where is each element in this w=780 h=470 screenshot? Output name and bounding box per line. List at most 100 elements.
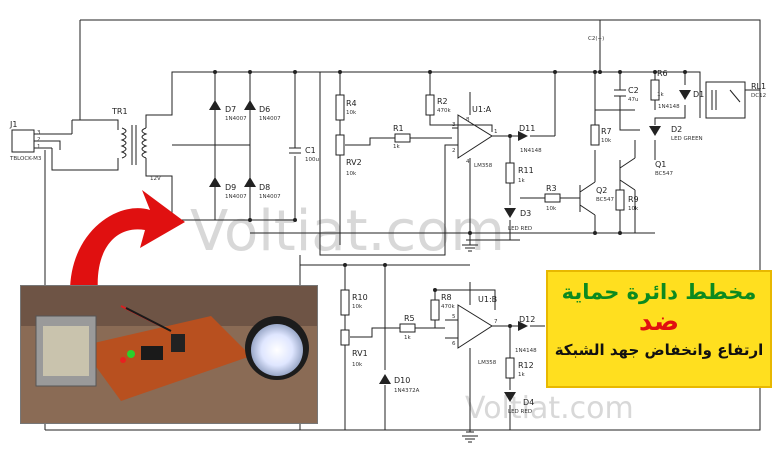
resistor-r3 [544,193,561,203]
label-c2-plus: C2(+) [588,36,604,42]
pin-label-2: 2 [37,137,41,143]
label-tr1: TR1 [111,107,128,116]
label-r1-value: 1k [393,144,400,150]
label-d1-value: 1N4148 [658,104,680,110]
label-u1b: U1:B [478,295,497,304]
label-d3: D3 [520,209,531,218]
label-u1a: U1:A [472,105,492,114]
label-r8-value: 470k [441,304,455,310]
label-r9: R9 [628,195,639,204]
label-c1: C1 [305,146,316,155]
diode-d7-symbol [209,100,221,110]
label-r11: R11 [518,166,534,175]
label-d2: D2 [671,125,682,134]
resistor-r4 [335,94,345,121]
pin-label-3-u1a: 3 [452,122,456,128]
label-rl1: RL1 [751,82,766,91]
label-r6-value: 1k [657,92,664,98]
pin-label-1: 1 [37,144,41,150]
circuit-photo-illustration [21,286,317,423]
caption-title: مخطط دائرة حماية [561,280,757,304]
potentiometer-rv2 [335,134,345,156]
label-d8-value: 1N4007 [259,194,281,200]
pin-label-8-u1a: 8 [466,117,470,123]
label-rv2-value: 10k [346,171,357,177]
diode-d11-symbol [518,131,528,141]
pcb-board [81,316,251,401]
circuit-photo [20,285,318,424]
label-q1: Q1 [655,160,666,169]
potentiometer-rv1 [340,329,350,346]
pin-label-4-u1a: 4 [466,159,470,165]
terminal-block-j1 [11,129,35,153]
watermark-large: Voltiat.com [190,199,505,264]
ic-chip [141,346,163,360]
pin-label-6-u1b: 6 [452,341,456,347]
label-rv2: RV2 [346,158,362,167]
led-red-photo [120,357,126,363]
resistor-r2 [425,94,435,116]
label-r2-value: 470k [437,108,451,114]
lamp-light [251,324,303,376]
label-r9-value: 10k [628,206,639,212]
label-j1-value: TBLOCK-M3 [9,156,42,162]
label-rl1-value: DC12 [751,93,766,99]
pin-label-5-u1b: 5 [452,314,456,320]
label-r8: R8 [441,293,452,302]
zener-d10-symbol [379,374,391,384]
led-d2-symbol [649,126,661,136]
pin-label-7-u1b: 7 [494,319,498,325]
title-caption-box: مخطط دائرة حماية ضد ارتفاع وانخفاض جهد ا… [546,270,772,388]
label-q2: Q2 [596,186,607,195]
relay-photo [171,334,185,352]
label-r6: R6 [657,69,668,78]
diode-d6-symbol [244,100,256,110]
label-d12-value: 1N4148 [515,348,537,354]
diode-d9-symbol [209,177,221,187]
label-d12: D12 [519,315,535,324]
label-u1a-value: LM358 [474,163,493,169]
label-c1-value: 100u [305,157,319,163]
label-d8: D8 [259,183,270,192]
label-d10-value: 1N4372A [394,388,420,394]
resistor-r10 [340,289,350,316]
diode-d8-symbol [244,177,256,187]
label-rv1: RV1 [352,349,368,358]
label-r4: R4 [346,99,357,108]
resistor-r5 [399,323,416,333]
label-d7-value: 1N4007 [225,116,247,122]
label-r3: R3 [546,184,557,193]
label-d7: D7 [225,105,236,114]
label-d4-value: LED RED [508,409,532,415]
label-d9: D9 [225,183,236,192]
label-r5: R5 [404,314,415,323]
label-d1: D1 [693,90,704,99]
pin-label-1-u1a: 1 [494,129,498,135]
resistor-r9 [615,189,625,211]
label-d11-value: 1N4148 [520,148,542,154]
red-arrow-icon [70,190,185,292]
label-d10: D10 [394,376,410,385]
caption-subtitle: ارتفاع وانخفاض جهد الشبكة [554,341,764,359]
label-r12: R12 [518,361,534,370]
label-r4-value: 10k [346,110,357,116]
label-d11: D11 [519,124,535,133]
label-r7: R7 [601,127,612,136]
pin-label-3: 3 [37,130,41,136]
led-green-photo [127,350,135,358]
diode-d1-symbol [679,90,691,100]
watermark-small: Voltiat.com [465,391,634,426]
diode-d12-symbol [518,321,528,331]
label-r5-value: 1k [404,335,411,341]
resistor-r6 [650,79,660,101]
label-d4: D4 [523,398,534,407]
resistor-r11 [505,162,515,184]
label-r10-value: 10k [352,304,363,310]
label-q2-value: BC547 [596,197,615,203]
label-r10: R10 [352,293,368,302]
caption-against: ضد [638,307,680,337]
label-c2-value: 47u [628,97,638,103]
led-d4-symbol [504,392,516,402]
